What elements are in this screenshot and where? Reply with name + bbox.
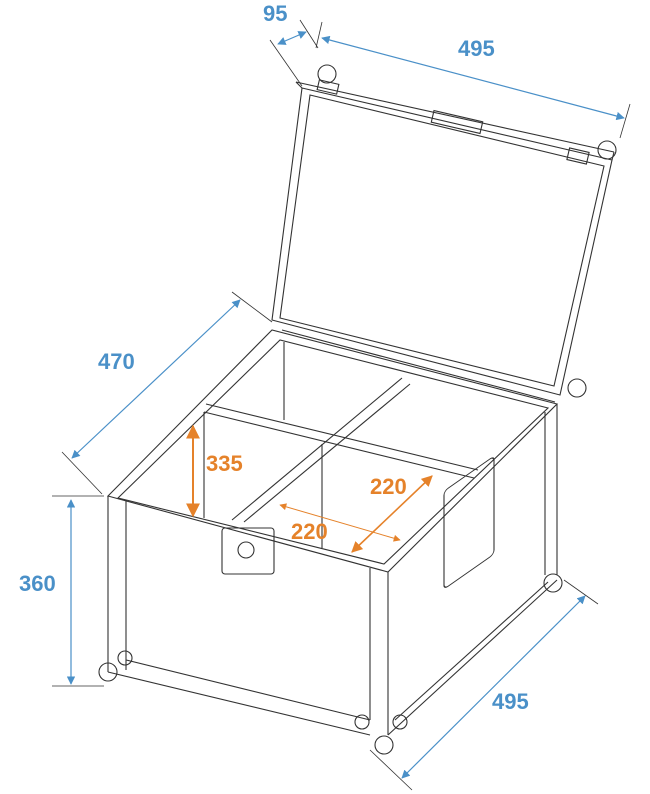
dim-line-depth: [71, 299, 241, 459]
lid-ball-corner-right: [597, 140, 617, 160]
outer-dimension-lines: [66, 31, 625, 779]
label-lid-depth: 95: [263, 1, 288, 26]
dim-line-width: [401, 595, 586, 779]
inner-dimension-lines: [186, 424, 433, 553]
ball-corner-front-left: [98, 662, 118, 682]
dim-line-lid-depth: [277, 31, 307, 45]
ball-corner-back-right: [543, 573, 563, 593]
dim-line-compartment-depth: [351, 475, 433, 553]
ball-corner-front-right: [374, 735, 394, 755]
side-handle: [443, 457, 495, 588]
label-width: 495: [492, 689, 529, 714]
butterfly-latch: [221, 527, 275, 575]
label-compartment-depth: 220: [370, 474, 407, 499]
dim-line-lid-width: [321, 35, 625, 121]
label-compartment-height: 335: [206, 451, 243, 476]
label-depth: 470: [98, 349, 135, 374]
lid-ball-corner-bottom-right: [567, 378, 587, 398]
label-lid-width: 495: [458, 36, 495, 61]
label-compartment-width: 220: [291, 519, 328, 544]
label-height: 360: [19, 571, 56, 596]
